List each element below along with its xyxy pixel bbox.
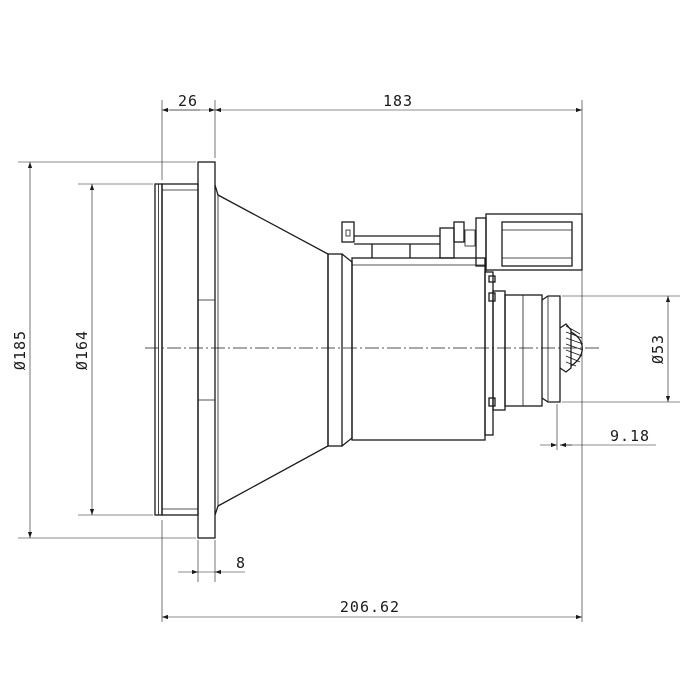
extension-lines bbox=[18, 100, 680, 622]
dim-label-53: Ø53 bbox=[649, 334, 667, 364]
dim-label-183: 183 bbox=[383, 92, 413, 110]
mounting-flange bbox=[197, 161, 216, 539]
dim-outer-diameter: Ø185 bbox=[11, 162, 33, 538]
dim-label-26: 26 bbox=[178, 92, 198, 110]
dim-mount-diameter: Ø53 bbox=[649, 296, 671, 402]
main-barrel bbox=[351, 257, 486, 441]
dim-flange-thickness: 8 bbox=[178, 554, 246, 575]
lens-body bbox=[154, 161, 584, 539]
dim-inner-diameter: Ø164 bbox=[73, 184, 95, 515]
dim-label-206-62: 206.62 bbox=[340, 598, 400, 616]
dim-label-9-18: 9.18 bbox=[610, 427, 650, 445]
cone-section bbox=[214, 184, 329, 516]
dim-label-164: Ø164 bbox=[73, 330, 91, 370]
dim-back-offset: 9.18 bbox=[540, 427, 656, 448]
dim-label-185: Ø185 bbox=[11, 330, 29, 370]
motor-assembly bbox=[341, 213, 583, 272]
rear-mount bbox=[492, 290, 506, 411]
dim-flange-width: 26 bbox=[162, 92, 215, 113]
dim-body-length: 183 bbox=[215, 92, 582, 113]
front-housing bbox=[161, 183, 199, 516]
neck-ring bbox=[327, 253, 343, 447]
dim-label-8: 8 bbox=[236, 554, 246, 572]
dim-total-length: 206.62 bbox=[162, 598, 582, 620]
